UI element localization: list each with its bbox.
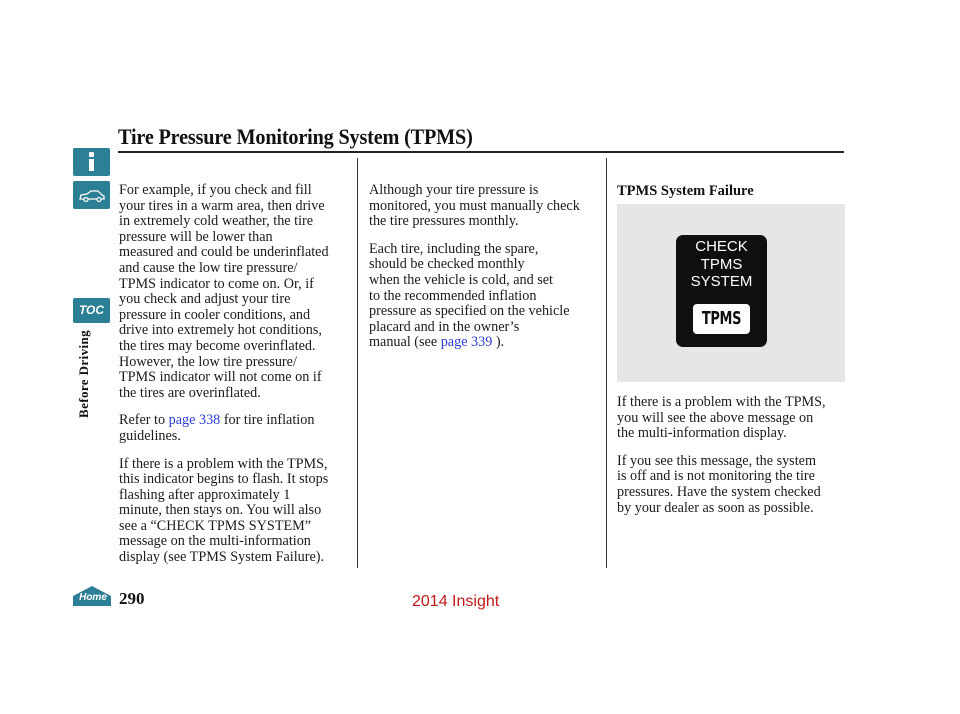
paragraph: If there is a problem with the TPMS, thi… [119, 455, 329, 566]
multi-information-display: CHECK TPMS SYSTEM TPMS [676, 235, 767, 347]
page-338-link[interactable]: page 338 [168, 412, 221, 429]
home-button[interactable]: Home [72, 585, 112, 607]
column-right: If there is a problem with the TPMS, you… [617, 394, 847, 528]
text: Each tire, including the spare, should b… [369, 240, 570, 351]
display-message: CHECK TPMS SYSTEM [690, 238, 753, 290]
text: ). [492, 334, 505, 351]
car-icon [79, 190, 105, 202]
home-icon [73, 586, 111, 606]
column-middle: Although your tire pressure is monitored… [369, 182, 601, 363]
tpms-badge-label: TPMS [701, 308, 742, 329]
page-339-link[interactable]: page 339 [440, 334, 493, 351]
title-rule [118, 151, 844, 153]
page-title: Tire Pressure Monitoring System (TPMS) [118, 124, 473, 149]
vehicle-tab-button[interactable] [73, 181, 110, 209]
column-divider [357, 158, 358, 568]
paragraph: Refer to page 338 for tire inflation gui… [119, 413, 354, 444]
toc-label: TOC [78, 303, 105, 317]
paragraph: Although your tire pressure is monitored… [369, 182, 580, 230]
section-heading: TPMS System Failure [617, 183, 754, 199]
paragraph: If you see this message, the system is o… [617, 452, 821, 516]
info-icon [88, 152, 95, 172]
column-divider [606, 158, 607, 568]
column-left: For example, if you check and fill your … [119, 182, 354, 578]
paragraph: Each tire, including the spare, should b… [369, 240, 601, 351]
watermark: 2014 Insight [412, 593, 500, 610]
info-tab-button[interactable] [73, 148, 110, 176]
text: for tire inflation guidelines. [119, 412, 315, 444]
page-number: 290 [119, 589, 145, 608]
tpms-indicator-icon: TPMS [693, 304, 750, 334]
section-label: Before Driving [76, 330, 91, 419]
toc-button[interactable]: TOC [73, 298, 110, 323]
paragraph: For example, if you check and fill your … [119, 182, 329, 401]
text: Refer to [119, 412, 169, 429]
paragraph: If there is a problem with the TPMS, you… [617, 394, 826, 442]
home-label: Home [79, 592, 107, 603]
